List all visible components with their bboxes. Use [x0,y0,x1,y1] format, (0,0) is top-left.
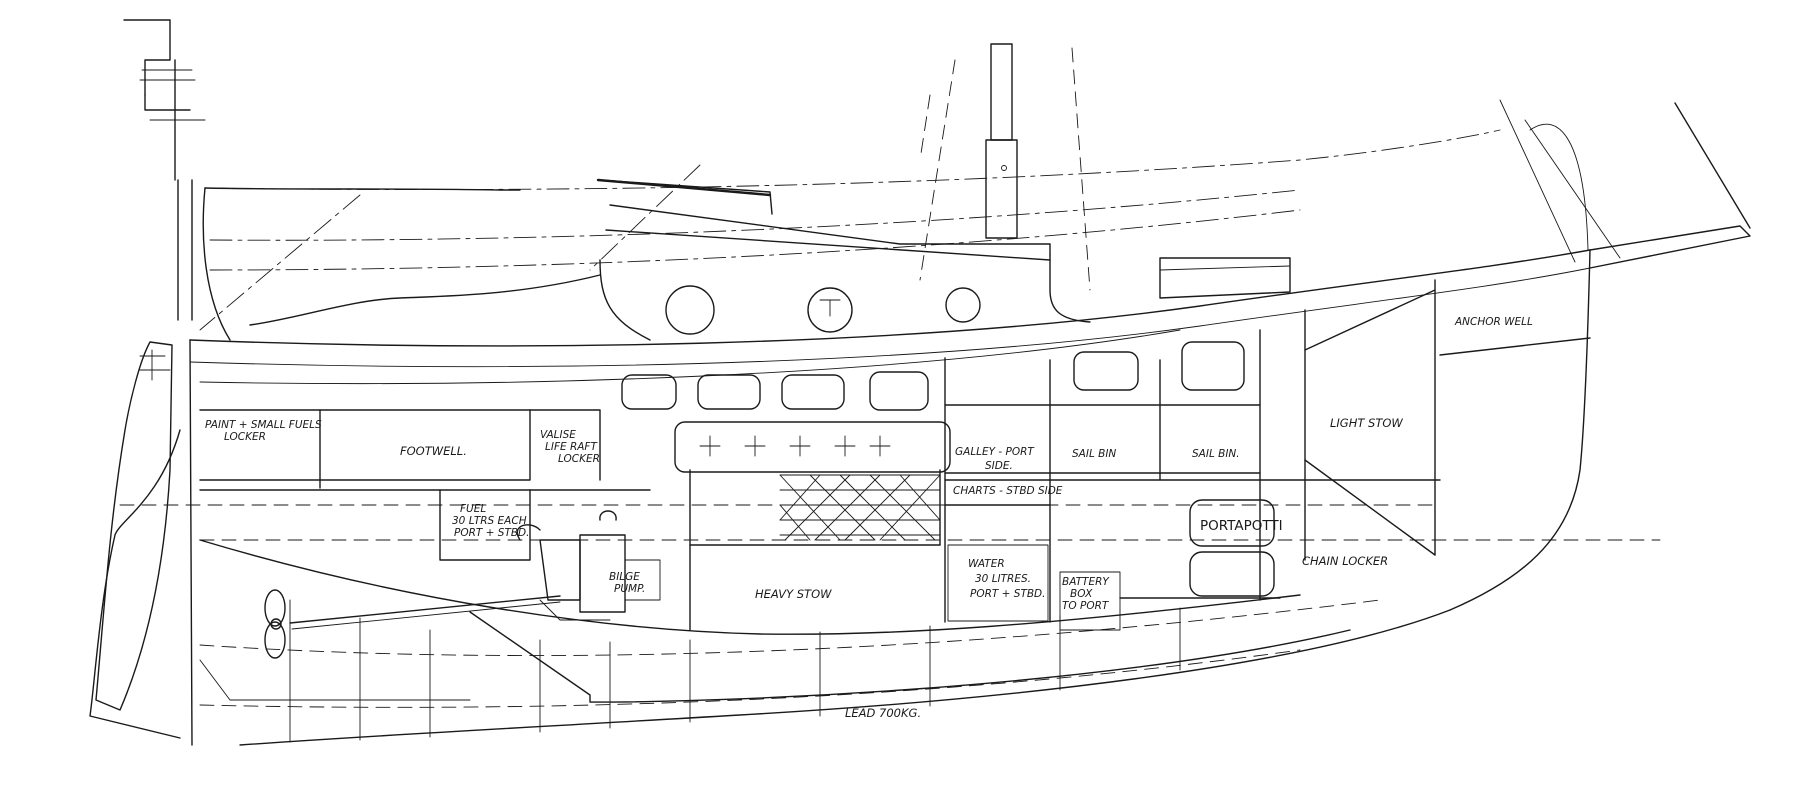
label-fuel-2: 30 LTRS EACH [452,515,527,527]
label-valise-1: VALISE [540,429,576,441]
ballast-keel [199,599,1381,743]
label-lead: LEAD 700KG. [845,706,921,720]
label-water-2: 30 LITRES. [975,573,1031,585]
label-heavy-stow: HEAVY STOW [755,587,832,601]
hull-outline [89,249,1591,746]
label-light-stow: LIGHT STOW [1330,416,1403,430]
propeller-and-shaft [264,589,561,659]
interior-panels [621,341,1245,473]
label-sail-bin-1: SAIL BIN [1072,448,1116,460]
label-battery-3: TO PORT [1062,600,1110,612]
label-valise-3: LOCKER [558,453,600,465]
portlight-2 [807,287,853,333]
bilge-crosshatch [779,474,941,541]
label-valise-2: LIFE RAFT [545,441,598,453]
portlight-3 [945,287,981,323]
label-fuel-1: FUEL [460,503,486,515]
engine [516,510,661,621]
label-bilge-pump-1: BILGE [609,571,640,583]
label-charts: CHARTS - STBD SIDE [953,485,1063,497]
label-anchor-well: ANCHOR WELL [1454,316,1533,328]
coachroof [202,178,1291,341]
portlights [665,285,981,335]
bowsprit-and-forestay [1499,99,1751,269]
label-paint-locker-2: LOCKER [224,431,266,443]
label-bilge-pump-2: PUMP. [614,583,645,595]
portlight-1 [665,285,715,335]
boom-and-sheer-dashes [199,129,1501,331]
label-galley-2: SIDE. [985,460,1013,472]
label-fuel-3: PORT + STBD. [454,527,529,539]
label-paint-locker-1: PAINT + SMALL FUELS [205,419,322,431]
label-battery-1: BATTERY [1062,576,1110,588]
label-footwell: FOOTWELL. [400,444,467,458]
label-water-3: PORT + STBD. [970,588,1045,600]
porta-potti [1189,499,1275,597]
label-water-1: WATER [968,558,1005,570]
label-chain-locker: CHAIN LOCKER [1302,554,1388,568]
bulkheads [199,279,1591,631]
compartment-labels: PAINT + SMALL FUELS LOCKER FOOTWELL. VAL… [205,316,1533,720]
label-sail-bin-2: SAIL BIN. [1192,448,1240,460]
label-porta-potti: PORTAPOTTI [1200,518,1283,534]
label-galley-1: GALLEY - PORT [955,446,1035,458]
label-battery-2: BOX [1070,588,1093,600]
wind-vane [123,19,206,321]
